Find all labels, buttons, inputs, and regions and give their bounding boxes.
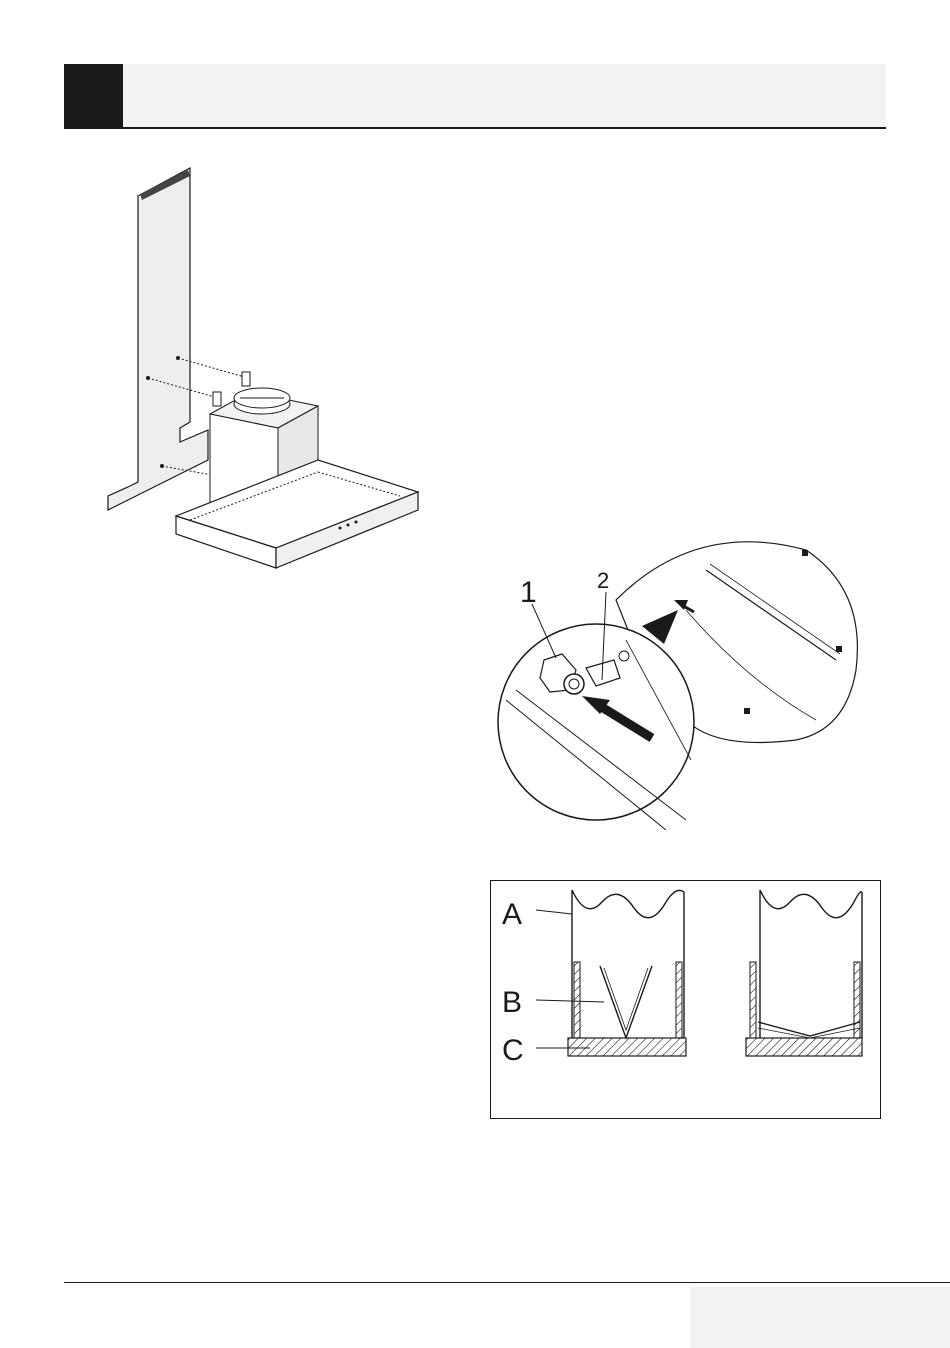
- footer-rule: [64, 1282, 950, 1283]
- section-number-block: [64, 64, 123, 129]
- label-a: A: [502, 898, 522, 931]
- clip-detail-illustration: 1 2: [496, 530, 866, 830]
- hood-installation-illustration: [100, 160, 430, 580]
- label-c: C: [502, 1034, 524, 1067]
- callout-1: 1: [520, 576, 537, 609]
- section-header-bar: [64, 64, 886, 129]
- filter-diagram: A B C: [490, 880, 882, 1120]
- footer-page-box: [690, 1287, 950, 1348]
- label-b: B: [502, 986, 522, 1019]
- callout-2: 2: [597, 568, 609, 593]
